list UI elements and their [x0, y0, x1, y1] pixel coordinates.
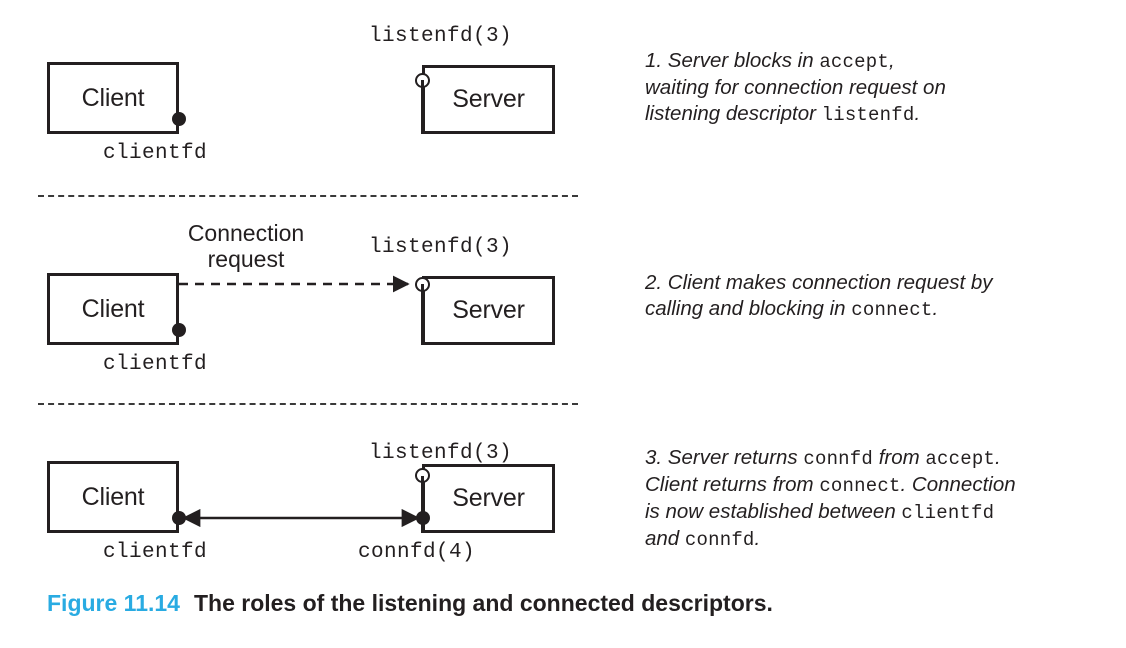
panel-1-client-box: Client [47, 62, 179, 134]
panel-1-clientfd-label: clientfd [103, 142, 208, 165]
panel-3-clientfd-dot [172, 511, 186, 525]
panel-1: listenfd(3) Client clientfd Server 1. Se… [0, 0, 1126, 195]
figure-number: Figure 11.14 [47, 590, 180, 616]
panel-3-caption-line-4: and connfd. [645, 527, 761, 551]
separator-2 [38, 403, 578, 405]
panel-2: Connection request listenfd(3) Client cl… [47, 220, 1115, 376]
figure-caption: Figure 11.14 The roles of the listening a… [47, 590, 773, 617]
panel-1-client-label: Client [81, 84, 145, 112]
panel-2-caption-line-2: calling and blocking in connect. [645, 297, 939, 321]
panel-2-caption: 2. Client makes connection request by ca… [645, 270, 1115, 323]
panel-1-caption: 1. Server blocks in accept, waiting for … [645, 48, 1115, 128]
panel-2-clientfd-dot [172, 323, 186, 337]
panel-3-client-box: Client [47, 461, 179, 533]
panel-2-server-label: Server [452, 296, 525, 324]
panel-3-caption-line-1: 3. Server returns connfd from accept. [645, 446, 1001, 470]
panel-3-client-label: Client [81, 483, 145, 511]
panel-2-server-box: Server [422, 276, 555, 345]
panel-2-link-label-line-1: Connection [187, 220, 305, 246]
panel-2-listenfd-label: listenfd(3) [369, 236, 513, 259]
panel-3-listenfd-label: listenfd(3) [369, 442, 513, 465]
panel-1-server-label: Server [452, 85, 525, 113]
panel-3-caption-line-3: is now established between clientfd [645, 500, 995, 524]
panel-2-link-label: Connection request [176, 220, 316, 272]
separator-1 [38, 195, 578, 197]
panel-1-clientfd-dot [172, 112, 186, 126]
panel-3-clientfd-label: clientfd [103, 541, 208, 564]
panel-3-connfd-label: connfd(4) [358, 541, 476, 564]
panel-2-client-label: Client [81, 295, 145, 323]
panel-2-link-label-line-2: request [207, 246, 285, 272]
panel-3-connfd-dot [416, 511, 430, 525]
panel-3: listenfd(3) Client clientfd Server connf… [47, 442, 1115, 564]
panel-1-caption-line-2: waiting for connection request on [645, 76, 946, 99]
panel-2-clientfd-label: clientfd [103, 353, 208, 376]
panel-3-caption: 3. Server returns connfd from accept. Cl… [645, 445, 1115, 553]
panel-1-caption-line-1: 1. Server blocks in accept, [645, 49, 895, 73]
panel-1-listenfd-label: listenfd(3) [369, 25, 513, 48]
panel-1-caption-line-3: listening descriptor listenfd. [645, 102, 921, 126]
panel-3-server-label: Server [452, 484, 525, 512]
panel-3-listenfd-circle [415, 468, 430, 483]
panel-2-caption-line-1: 2. Client makes connection request by [645, 271, 993, 294]
figure-title: The roles of the listening and connected… [193, 590, 773, 616]
panel-3-caption-line-2: Client returns from connect. Connection [645, 473, 1016, 497]
panel-3-server-box: Server [422, 464, 555, 533]
panel-2-client-box: Client [47, 273, 179, 345]
